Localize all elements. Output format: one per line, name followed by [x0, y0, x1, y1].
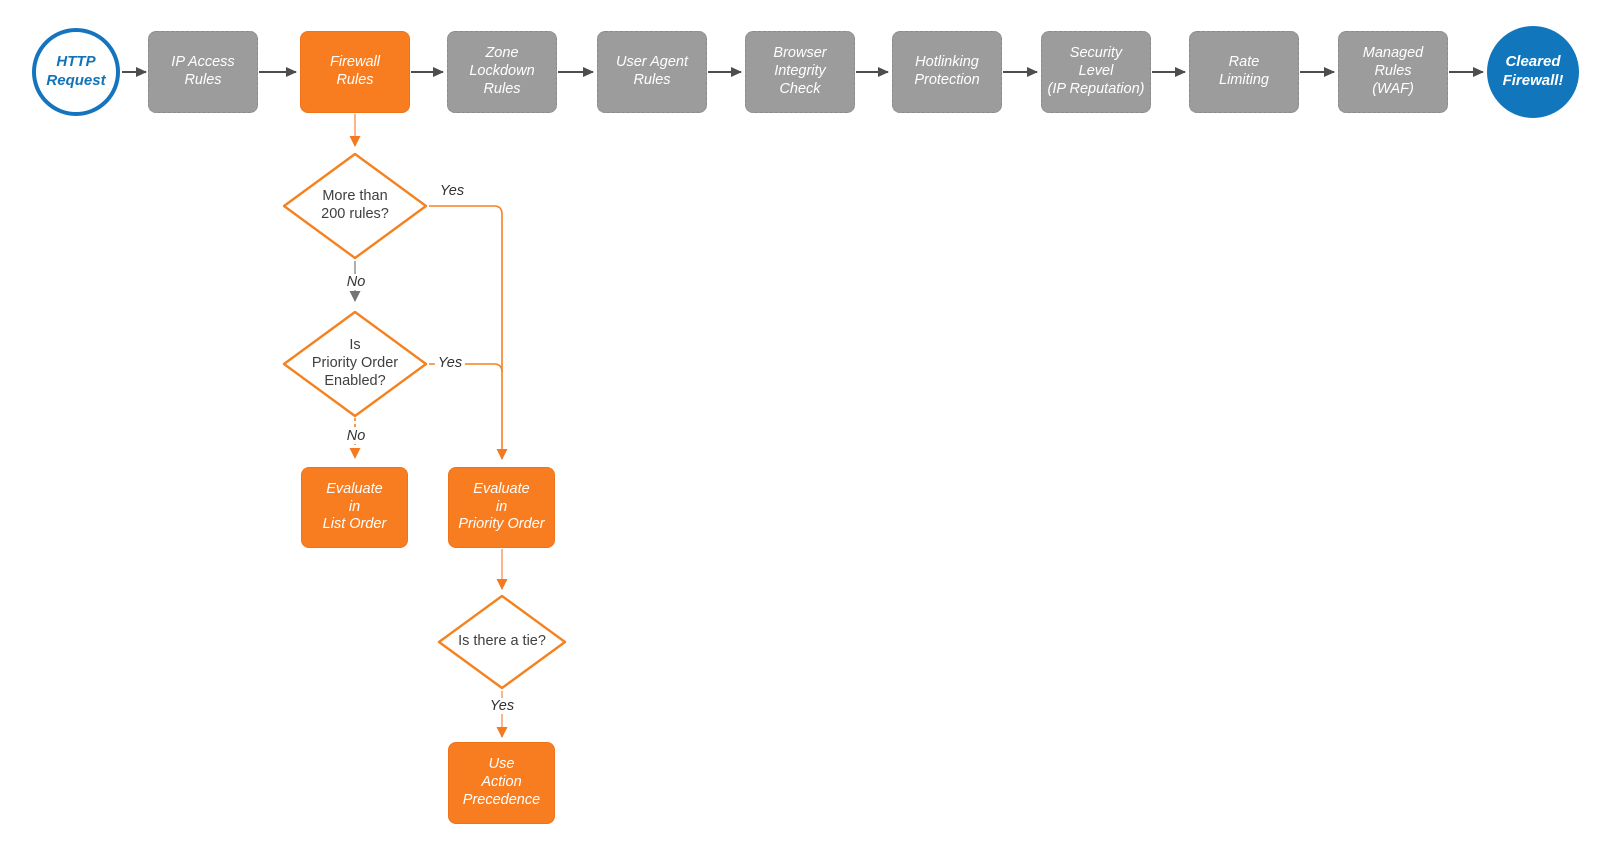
- diamond-shape: [282, 152, 428, 260]
- action-label: Use Action Precedence: [462, 756, 541, 808]
- edge-label-decision1-no: No: [343, 274, 369, 290]
- pipeline-step-label: User Agent Rules: [616, 54, 688, 88]
- edge-label-decision2-yes: Yes: [434, 355, 466, 371]
- pipeline-step-label: Hotlinking Protection: [914, 54, 980, 88]
- decision-label: Is there a tie?: [458, 633, 546, 650]
- edge-label-decision2-no: No: [343, 428, 369, 444]
- decision-more-than-200-rules: More than 200 rules?: [282, 152, 428, 260]
- pipeline-step-label: IP Access Rules: [171, 54, 235, 88]
- pipeline-step-user-agent-rules: User Agent Rules: [597, 31, 707, 113]
- action-evaluate-in-priority-order: Evaluate in Priority Order: [448, 467, 555, 548]
- decision-is-there-a-tie: Is there a tie?: [437, 594, 567, 690]
- pipeline-step-firewall-rules: Firewall Rules: [300, 31, 410, 113]
- action-use-action-precedence: Use Action Precedence: [448, 742, 555, 824]
- action-label: Evaluate in Priority Order: [458, 480, 545, 533]
- start-node-http-request: HTTP Request: [32, 28, 120, 116]
- connector-decision1-yes: [429, 205, 508, 460]
- edge-label-decision1-yes: Yes: [436, 183, 468, 199]
- action-label: Evaluate in List Order: [322, 480, 387, 533]
- pipeline-step-managed-rules-waf: Managed Rules (WAF): [1338, 31, 1448, 113]
- pipeline-step-label: Zone Lockdown Rules: [469, 45, 535, 97]
- pipeline-step-browser-integrity-check: Browser Integrity Check: [745, 31, 855, 113]
- start-node-label: HTTP Request: [46, 53, 106, 89]
- edge-label-decision3-yes: Yes: [486, 698, 518, 714]
- pipeline-step-security-level: Security Level (IP Reputation): [1041, 31, 1151, 113]
- pipeline-step-hotlinking-protection: Hotlinking Protection: [892, 31, 1002, 113]
- pipeline-step-rate-limiting: Rate Limiting: [1189, 31, 1299, 113]
- pipeline-step-label: Managed Rules (WAF): [1362, 45, 1424, 97]
- pipeline-step-label: Security Level (IP Reputation): [1047, 45, 1145, 97]
- diamond-shape: [282, 310, 428, 418]
- pipeline-step-label: Rate Limiting: [1219, 54, 1269, 88]
- decision-label: Is Priority Order Enabled?: [311, 337, 399, 389]
- pipeline-step-label: Browser Integrity Check: [773, 45, 827, 97]
- pipeline-step-ip-access-rules: IP Access Rules: [148, 31, 258, 113]
- end-node-label: Cleared Firewall!: [1502, 53, 1564, 89]
- action-evaluate-in-list-order: Evaluate in List Order: [301, 467, 408, 548]
- diamond-shape: [437, 594, 567, 690]
- decision-label: More than 200 rules?: [321, 188, 389, 222]
- pipeline-step-label: Firewall Rules: [330, 54, 380, 88]
- decision-priority-order-enabled: Is Priority Order Enabled?: [282, 310, 428, 418]
- end-node-cleared-firewall: Cleared Firewall!: [1487, 26, 1579, 118]
- connector-decision2-yes: [429, 363, 503, 373]
- pipeline-step-zone-lockdown-rules: Zone Lockdown Rules: [447, 31, 557, 113]
